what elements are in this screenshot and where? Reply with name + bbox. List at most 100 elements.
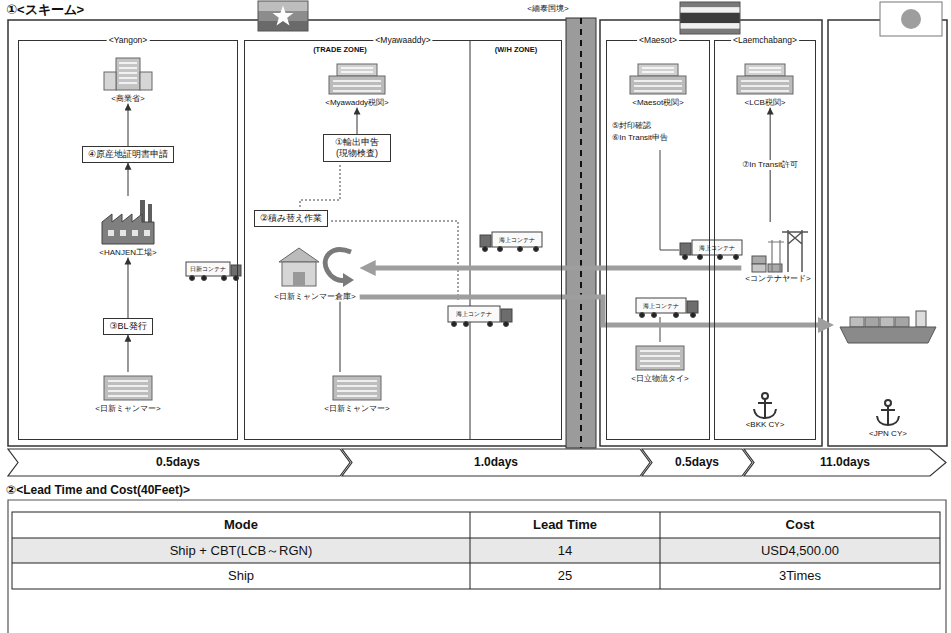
- building-icon: [737, 64, 793, 94]
- border-band: [580, 18, 582, 448]
- panel-frame: [8, 500, 946, 633]
- truck: [691, 313, 696, 318]
- table-grid: [12, 512, 940, 589]
- building-icon: [279, 248, 354, 287]
- lead-time-step: 0.5days: [675, 456, 719, 470]
- step-note: ⑤封印確認: [612, 121, 651, 130]
- node-label: <商業省>: [98, 94, 158, 104]
- building-icon: [104, 58, 152, 90]
- node-label: <Myawaddy税関>: [325, 98, 389, 108]
- process-box: ②積み替え作業: [254, 210, 328, 227]
- building-icon: [102, 200, 154, 244]
- thailand-flag: [680, 2, 740, 7]
- truck: [452, 322, 457, 327]
- myanmar-flag: [258, 1, 308, 31]
- truck: [636, 298, 698, 318]
- truck: [480, 235, 491, 247]
- building-icon: [752, 230, 808, 272]
- dotted-guide: [300, 165, 340, 209]
- node-label: <コンテナヤード>: [745, 274, 810, 284]
- zone-label: (TRADE ZONE): [313, 46, 367, 55]
- myanmar-flag: [258, 1, 308, 31]
- building-node: <商業省>: [94, 56, 162, 104]
- node-label: <BKK CY>: [746, 420, 785, 430]
- container-yard-node: <コンテナヤード>: [741, 222, 814, 284]
- truck: [640, 313, 645, 318]
- node-label: <日新ミャンマー>: [324, 404, 389, 414]
- truck: [687, 301, 698, 313]
- node-label: <Maesot税関>: [628, 98, 688, 108]
- myanmar-flag: [258, 21, 308, 31]
- truck: [674, 313, 679, 318]
- truck: [498, 247, 503, 252]
- thailand-flag: [680, 23, 740, 28]
- node-label: <日新ミャンマー>: [95, 404, 160, 414]
- thailand-flag: [680, 13, 740, 24]
- country-frame: [600, 20, 822, 446]
- building-icon: [333, 376, 381, 400]
- table-header: Cost: [786, 518, 815, 533]
- thailand-flag: [680, 2, 740, 34]
- node-label: <日新ミャンマー倉庫>: [274, 292, 355, 302]
- country-frame: [8, 20, 947, 446]
- lead-time-step: 11.0days: [820, 456, 870, 470]
- truck: [518, 247, 523, 252]
- building-icon: [840, 311, 936, 425]
- step-arrow: [340, 302, 341, 372]
- truck: [636, 298, 686, 313]
- building-icon: [636, 346, 684, 370]
- step-arrow: [128, 163, 129, 196]
- building-icon: [630, 64, 686, 94]
- leader-line: [660, 317, 661, 342]
- factory-node: <HANJEN工場>: [94, 196, 162, 258]
- building-node: <日新ミャンマー>: [320, 372, 393, 414]
- truck: [492, 232, 542, 247]
- truck: [448, 306, 512, 327]
- table-cell: 14: [558, 543, 572, 558]
- zone-divider: [470, 40, 471, 440]
- building-icon: [754, 393, 776, 418]
- table-grid: [12, 512, 940, 589]
- thailand-flag: [680, 2, 740, 34]
- container-label: 海上コンテナ: [499, 236, 535, 243]
- japan-flag: [880, 2, 942, 36]
- zone-label: (W/H ZONE): [495, 46, 538, 55]
- lead-time-chevron: [8, 449, 350, 476]
- table-header: Lead Time: [533, 518, 597, 533]
- step-text: ④原産地証明書申請: [88, 149, 168, 160]
- table-cell: USD4,500.00: [761, 543, 839, 558]
- truck: [698, 255, 703, 260]
- step-arrow: [127, 335, 128, 372]
- truck: [480, 232, 542, 252]
- truck: [652, 313, 657, 318]
- port-node: <JPN CY>: [834, 305, 942, 439]
- truck: [202, 276, 207, 281]
- truck: [222, 276, 227, 281]
- table-cell: 3Times: [779, 569, 821, 584]
- leader-line: [660, 150, 679, 250]
- diagram-title: ①<スキーム>: [6, 3, 84, 18]
- building-icon: [104, 376, 152, 400]
- region-box: <Maesot><Maesot税関><日立物流タイ>: [606, 40, 710, 440]
- container-label: 海上コンテナ: [456, 311, 492, 318]
- edge-label: ⑦In Transit許可: [740, 160, 800, 170]
- region-heading: <Maesot>: [637, 36, 679, 45]
- truck: [483, 247, 488, 252]
- truck: [504, 322, 509, 327]
- node-label: <JPN CY>: [838, 429, 938, 439]
- thailand-flag: [680, 7, 740, 12]
- node-label: <HANJEN工場>: [98, 248, 158, 258]
- flow-arrow: [360, 297, 826, 325]
- building-icon: [329, 64, 385, 94]
- building-icon: [102, 58, 936, 425]
- truck: [464, 322, 469, 327]
- lead-time-chevron: [642, 449, 752, 476]
- node-label: <LCB税関>: [735, 98, 795, 108]
- step-arrow: [128, 104, 129, 146]
- truck: [683, 255, 688, 260]
- building-node: <日立物流タイ>: [626, 342, 694, 384]
- container-label: 海上コンテナ: [699, 244, 735, 251]
- table-cell: Ship + CBT(LCB～RGN): [170, 543, 313, 558]
- thailand-flag: [680, 29, 740, 34]
- step-text: ①輸出申告 (現物検査): [329, 137, 385, 159]
